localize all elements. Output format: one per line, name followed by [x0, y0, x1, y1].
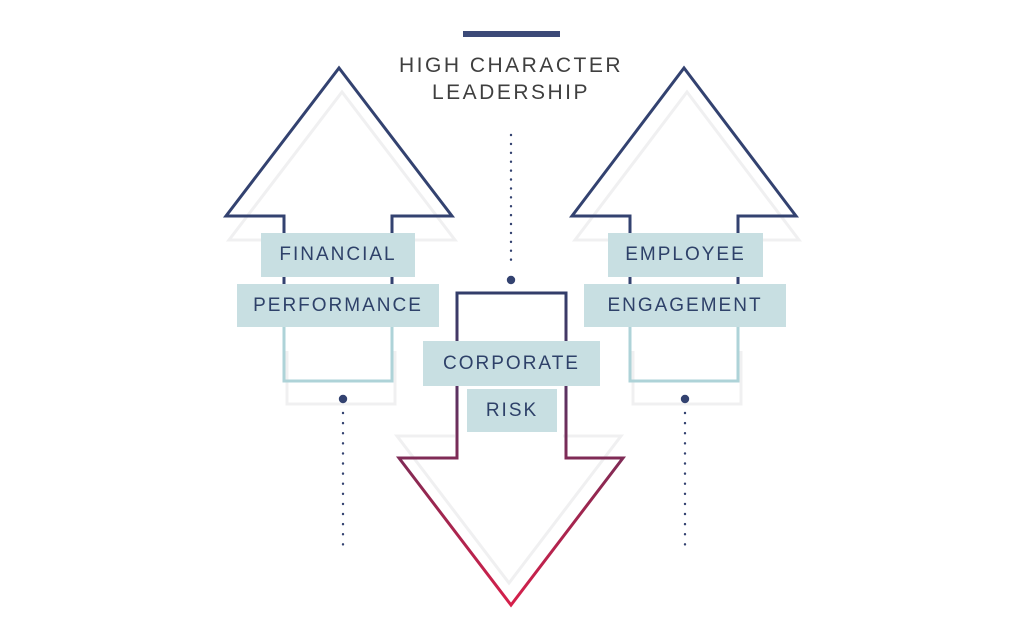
label-performance: PERFORMANCE [237, 284, 439, 327]
label-performance-text: PERFORMANCE [253, 294, 423, 316]
label-employee: EMPLOYEE [608, 233, 763, 277]
label-corporate: CORPORATE [423, 341, 600, 386]
label-employee-text: EMPLOYEE [625, 244, 746, 265]
label-engagement: ENGAGEMENT [584, 284, 786, 327]
up-arrow-right-shaft-bottom [628, 327, 740, 383]
label-risk: RISK [467, 389, 557, 432]
up-arrow-left-outline [222, 65, 456, 233]
label-engagement-text: ENGAGEMENT [607, 294, 763, 316]
page-title-line1: HIGH CHARACTER [398, 54, 623, 77]
up-arrow-left-shaft-shadow [285, 351, 397, 406]
page-title: HIGH CHARACTER LEADERSHIP [341, 52, 681, 106]
connector-dot-left [338, 394, 348, 404]
label-financial: FINANCIAL [261, 233, 415, 277]
title-accent-bar [463, 31, 560, 37]
up-arrow-right-outline [568, 65, 800, 233]
up-arrow-right-shaft-shadow [631, 351, 743, 406]
up-arrow-left-shaft-bottom [282, 327, 394, 383]
down-arrow-shadow [393, 434, 625, 586]
page-title-line2: LEADERSHIP [431, 81, 591, 104]
label-risk-text: RISK [485, 399, 539, 421]
up-arrow-left-shaft-ticks [282, 276, 394, 285]
label-financial-text: FINANCIAL [279, 244, 397, 265]
connector-dot-right [680, 394, 690, 404]
down-arrow-outline [395, 291, 627, 608]
up-arrow-right-shaft-ticks [628, 276, 740, 285]
connector-dot-center [506, 275, 516, 285]
label-corporate-text: CORPORATE [443, 352, 580, 374]
